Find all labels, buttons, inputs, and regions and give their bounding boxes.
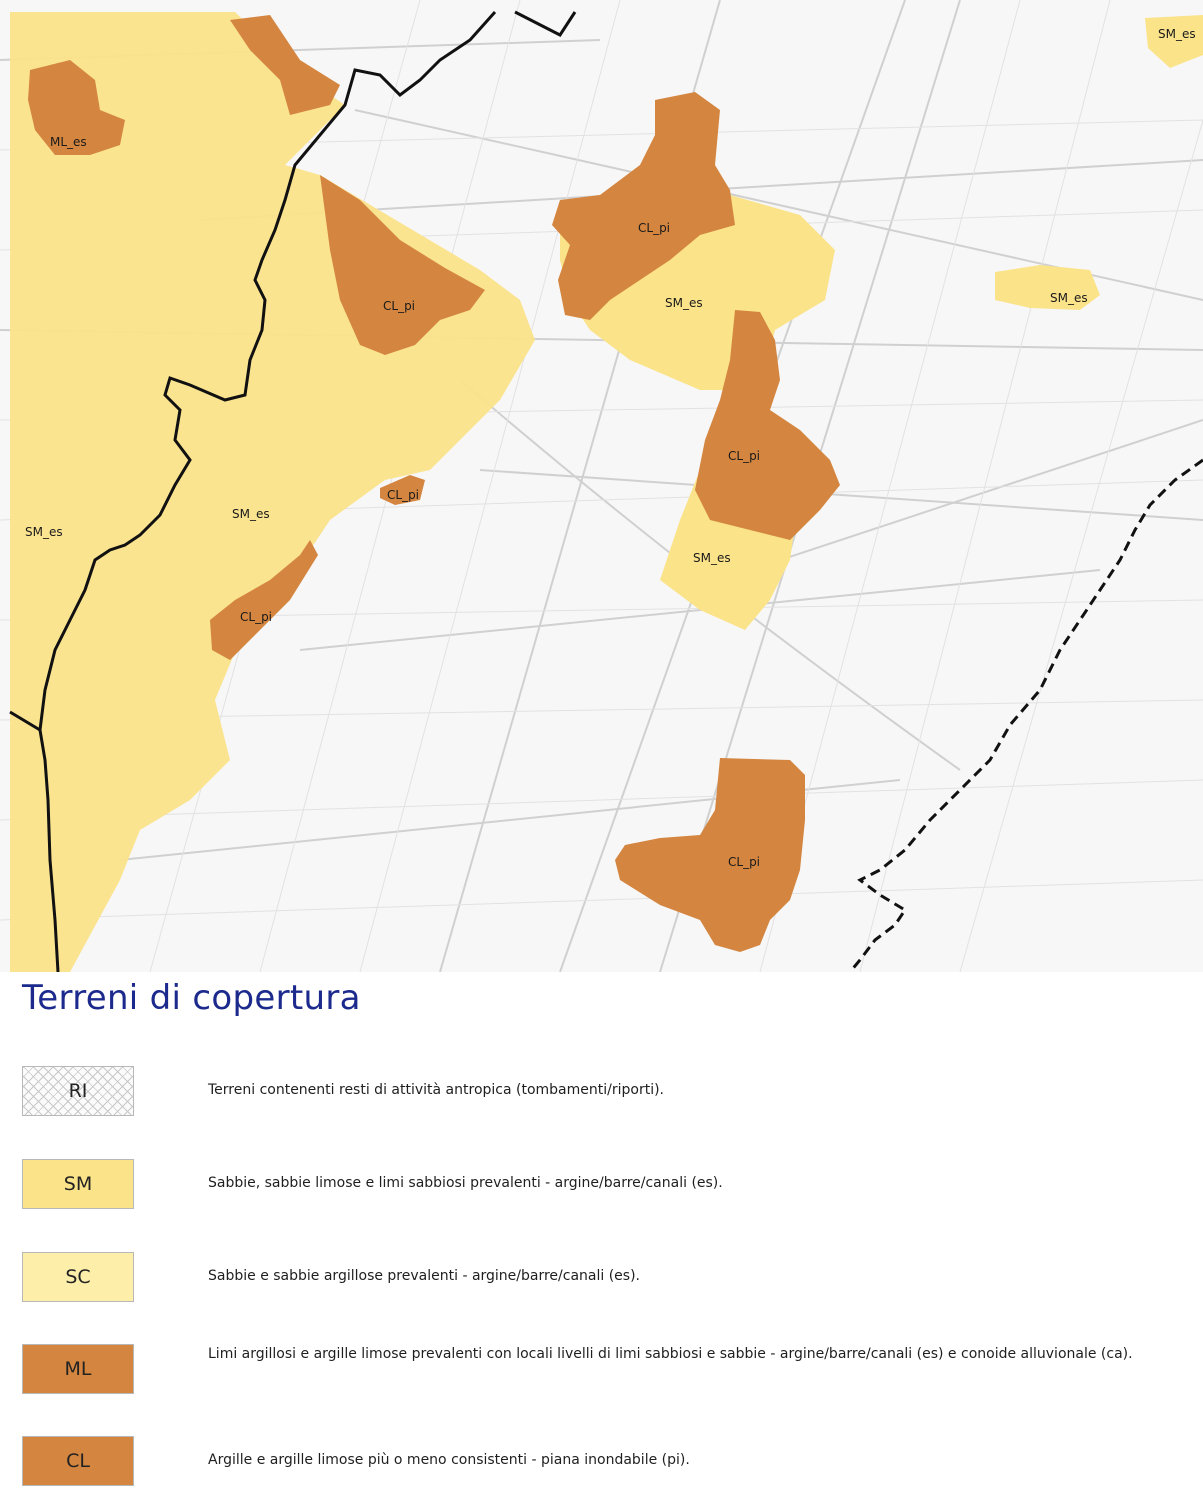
- geological-map: SM_es ML_es CL_pi SM_es CL_pi SM_es CL_p…: [0, 0, 1203, 972]
- legend-description: Terreni contenenti resti di attività ant…: [208, 1082, 664, 1098]
- map-label: CL_pi: [728, 855, 760, 869]
- legend-item-ml: ML Limi argillosi e argille limose preva…: [0, 1344, 1203, 1400]
- municipal-boundary: [38, 11, 497, 972]
- legend-swatch-cl: CL: [22, 1436, 134, 1486]
- legend-item-sc: SC Sabbie e sabbie argillose prevalenti …: [0, 1252, 1203, 1312]
- cl-zone-small: [380, 475, 425, 505]
- ml-zone: [28, 60, 125, 155]
- map-label: SM_es: [665, 296, 703, 310]
- cl-zone-top: [230, 15, 340, 115]
- legend-item-sm: SM Sabbie, sabbie limose e limi sabbiosi…: [0, 1159, 1203, 1219]
- legend-item-ri: RI Terreni contenenti resti di attività …: [0, 1066, 1203, 1126]
- map-label: SM_es: [693, 551, 731, 565]
- legend-description: Limi argillosi e argille limose prevalen…: [208, 1346, 1133, 1362]
- map-label: SM_es: [232, 507, 270, 521]
- legend-title: Terreni di copertura: [22, 978, 361, 1018]
- legend-description: Argille e argille limose più o meno cons…: [208, 1452, 690, 1468]
- cl-zone-west: [320, 175, 485, 355]
- map-label: CL_pi: [240, 610, 272, 624]
- legend-swatch-ml: ML: [22, 1344, 134, 1394]
- legend-swatch-sc: SC: [22, 1252, 134, 1302]
- sm-zone-east: [995, 265, 1100, 310]
- map-label: SM_es: [25, 525, 63, 539]
- cl-zone-north-center: [552, 92, 735, 320]
- dashed-boundary: [848, 458, 1203, 972]
- legend-description: Sabbie, sabbie limose e limi sabbiosi pr…: [208, 1175, 723, 1191]
- map-label: CL_pi: [728, 449, 760, 463]
- map-labels: SM_es ML_es CL_pi SM_es CL_pi SM_es CL_p…: [25, 27, 1196, 869]
- map-label: SM_es: [1050, 291, 1088, 305]
- cl-zone-center-east: [695, 310, 840, 540]
- cl-zone-southwest: [210, 540, 318, 660]
- legend-item-cl: CL Argille e argille limose più o meno c…: [0, 1436, 1203, 1496]
- legend-swatch-ri: RI: [22, 1066, 134, 1116]
- legend: Terreni di copertura RI Terreni contenen…: [0, 972, 1203, 1492]
- cl-zone-south: [615, 758, 805, 952]
- legend-swatch-sm: SM: [22, 1159, 134, 1209]
- legend-description: Sabbie e sabbie argillose prevalenti - a…: [208, 1268, 641, 1284]
- sm-zone-top-right: [1145, 15, 1203, 68]
- map-label: CL_pi: [387, 488, 419, 502]
- map-label: CL_pi: [383, 299, 415, 313]
- map-label: ML_es: [50, 135, 87, 149]
- map-label: SM_es: [1158, 27, 1196, 41]
- map-label: CL_pi: [638, 221, 670, 235]
